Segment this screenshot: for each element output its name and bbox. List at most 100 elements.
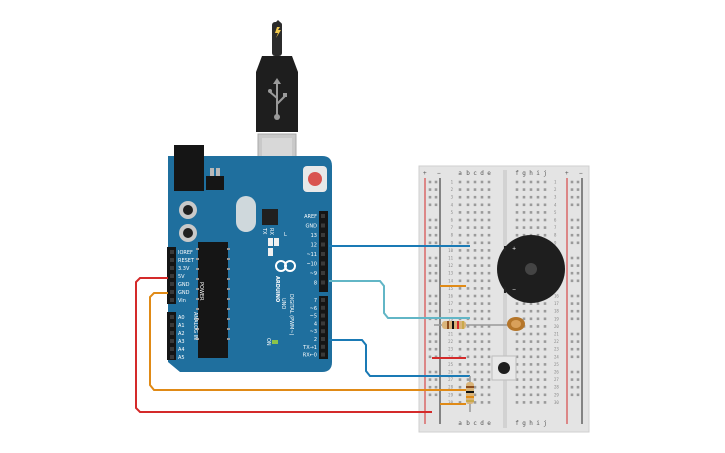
breadboard-hole[interactable]: [487, 309, 491, 313]
breadboard-hole[interactable]: [522, 363, 526, 366]
breadboard-hole[interactable]: [522, 317, 526, 321]
photoresistor[interactable]: [474, 317, 525, 331]
rail-hole[interactable]: [576, 347, 580, 351]
rail-hole[interactable]: [428, 271, 432, 275]
breadboard-hole[interactable]: [473, 180, 477, 184]
arduino-uno-board[interactable]: ARDUINO UNO POWER ANALOG IN DIGITAL (PWM…: [167, 145, 332, 372]
breadboard-hole[interactable]: [522, 226, 526, 229]
breadboard-hole[interactable]: [543, 317, 547, 321]
breadboard-hole[interactable]: [480, 233, 484, 237]
breadboard-hole[interactable]: [487, 385, 491, 389]
breadboard-hole[interactable]: [473, 378, 477, 381]
breadboard-hole[interactable]: [473, 233, 477, 237]
breadboard-hole[interactable]: [480, 363, 484, 366]
breadboard-hole[interactable]: [473, 264, 477, 267]
breadboard-hole[interactable]: [473, 317, 477, 321]
breadboard-hole[interactable]: [480, 317, 484, 321]
breadboard-hole[interactable]: [487, 370, 491, 374]
breadboard-hole[interactable]: [543, 180, 547, 184]
breadboard-hole[interactable]: [487, 393, 491, 397]
analog-pin[interactable]: [170, 339, 174, 343]
rail-hole[interactable]: [428, 264, 432, 267]
breadboard-hole[interactable]: [536, 309, 540, 313]
breadboard-hole[interactable]: [458, 256, 462, 260]
breadboard-hole[interactable]: [466, 241, 470, 245]
analog-pin[interactable]: [170, 331, 174, 335]
breadboard-hole[interactable]: [458, 211, 462, 214]
breadboard-hole[interactable]: [536, 195, 540, 199]
power-pin[interactable]: [170, 258, 174, 262]
power-pin[interactable]: [170, 298, 174, 302]
rail-hole[interactable]: [434, 203, 438, 207]
rail-hole[interactable]: [434, 340, 438, 343]
breadboard-hole[interactable]: [458, 385, 462, 389]
breadboard-hole[interactable]: [529, 393, 533, 397]
breadboard-hole[interactable]: [473, 287, 477, 290]
resistor-vertical[interactable]: [466, 376, 474, 412]
breadboard-hole[interactable]: [529, 378, 533, 381]
breadboard-hole[interactable]: [522, 233, 526, 237]
rail-hole[interactable]: [570, 180, 574, 184]
breadboard-hole[interactable]: [458, 347, 462, 351]
breadboard-hole[interactable]: [466, 226, 470, 229]
breadboard-hole[interactable]: [522, 332, 526, 336]
breadboard-hole[interactable]: [473, 249, 477, 252]
breadboard-hole[interactable]: [515, 385, 519, 389]
breadboard-hole[interactable]: [543, 332, 547, 336]
breadboard-hole[interactable]: [480, 188, 484, 191]
rail-hole[interactable]: [428, 340, 432, 343]
breadboard-hole[interactable]: [480, 340, 484, 343]
rail-hole[interactable]: [570, 218, 574, 222]
breadboard-hole[interactable]: [529, 195, 533, 199]
rail-hole[interactable]: [576, 302, 580, 305]
breadboard-hole[interactable]: [543, 302, 547, 305]
power-pin[interactable]: [170, 290, 174, 294]
breadboard-hole[interactable]: [473, 271, 477, 275]
breadboard-hole[interactable]: [529, 317, 533, 321]
breadboard-hole[interactable]: [536, 385, 540, 389]
analog-pin[interactable]: [170, 315, 174, 319]
rail-hole[interactable]: [570, 188, 574, 191]
breadboard-hole[interactable]: [458, 340, 462, 343]
rail-hole[interactable]: [576, 294, 580, 298]
breadboard-hole[interactable]: [543, 355, 547, 359]
rail-hole[interactable]: [570, 302, 574, 305]
breadboard-hole[interactable]: [536, 325, 540, 328]
rail-hole[interactable]: [434, 271, 438, 275]
breadboard-hole[interactable]: [473, 241, 477, 245]
breadboard-hole[interactable]: [536, 355, 540, 359]
breadboard-hole[interactable]: [458, 241, 462, 245]
breadboard-hole[interactable]: [536, 363, 540, 366]
rail-hole[interactable]: [576, 370, 580, 374]
breadboard-hole[interactable]: [466, 180, 470, 184]
push-button[interactable]: [491, 355, 517, 381]
breadboard-hole[interactable]: [466, 363, 470, 366]
breadboard-hole[interactable]: [480, 385, 484, 389]
breadboard-hole[interactable]: [536, 233, 540, 237]
rail-hole[interactable]: [434, 302, 438, 305]
digital-pin[interactable]: [321, 337, 325, 341]
breadboard-hole[interactable]: [522, 309, 526, 313]
breadboard-hole[interactable]: [473, 393, 477, 397]
breadboard-hole[interactable]: [458, 249, 462, 252]
breadboard-hole[interactable]: [543, 226, 547, 229]
breadboard-hole[interactable]: [536, 211, 540, 214]
rail-hole[interactable]: [434, 226, 438, 229]
breadboard-hole[interactable]: [543, 211, 547, 214]
breadboard-hole[interactable]: [543, 370, 547, 374]
rail-hole[interactable]: [576, 378, 580, 381]
breadboard-hole[interactable]: [458, 378, 462, 381]
digital-pin[interactable]: [321, 242, 325, 247]
breadboard-hole[interactable]: [487, 325, 491, 328]
rail-hole[interactable]: [434, 188, 438, 191]
breadboard-hole[interactable]: [466, 370, 470, 374]
breadboard-hole[interactable]: [522, 340, 526, 343]
breadboard-hole[interactable]: [473, 332, 477, 336]
breadboard-hole[interactable]: [466, 256, 470, 260]
rail-hole[interactable]: [434, 332, 438, 336]
breadboard-hole[interactable]: [529, 309, 533, 313]
breadboard-hole[interactable]: [473, 355, 477, 359]
rail-hole[interactable]: [570, 378, 574, 381]
breadboard-hole[interactable]: [543, 325, 547, 328]
